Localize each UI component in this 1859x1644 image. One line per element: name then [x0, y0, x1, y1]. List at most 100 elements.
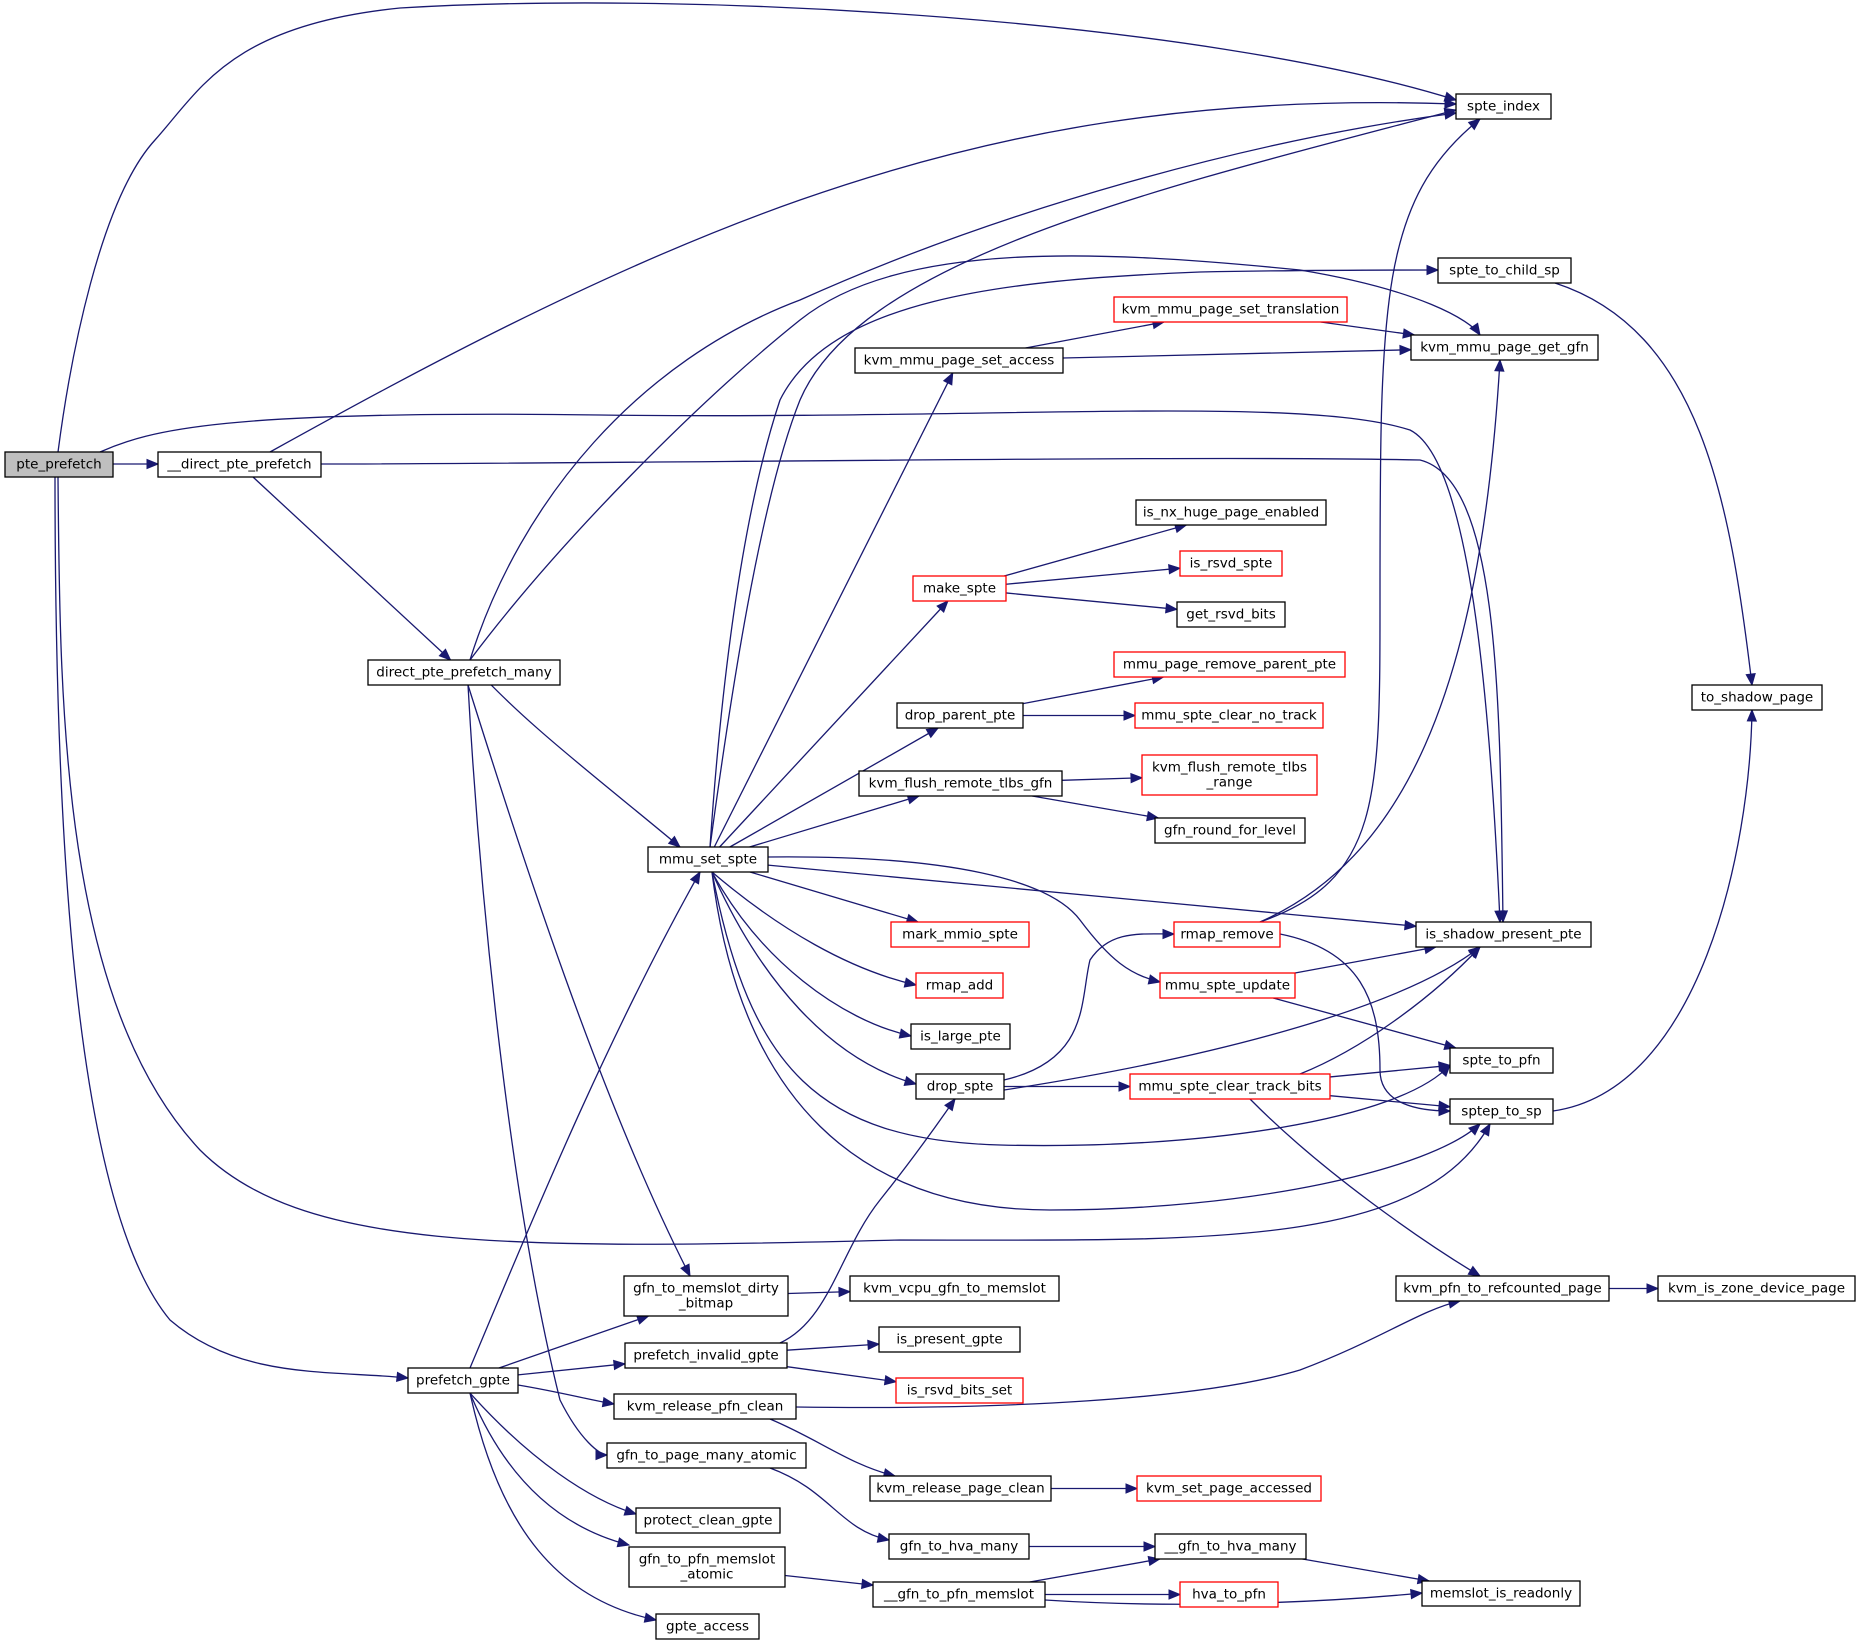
function-node-kvm-pfn-to-refcounted-page[interactable]: kvm_pfn_to_refcounted_page: [1395, 1275, 1610, 1302]
function-node-kvm-set-page-accessed[interactable]: kvm_set_page_accessed: [1136, 1475, 1322, 1502]
function-node-mmu-spte-clear-no-track[interactable]: mmu_spte_clear_no_track: [1134, 702, 1324, 729]
function-node-is-rsvd-spte[interactable]: is_rsvd_spte: [1179, 550, 1283, 577]
function-node-direct-pte-prefetch[interactable]: __direct_pte_prefetch: [157, 451, 322, 478]
call-edge-prefetch_gpte-to-gpte_access: [469, 1392, 658, 1623]
edge-arrowhead: [438, 648, 452, 661]
function-node-spte-to-child-sp[interactable]: spte_to_child_sp: [1437, 257, 1572, 284]
function-node-sptep-to-sp[interactable]: sptep_to_sp: [1449, 1098, 1554, 1125]
function-node-hva-to-pfn[interactable]: hva_to_pfn: [1179, 1581, 1279, 1608]
function-node-spte-index[interactable]: spte_index: [1455, 93, 1552, 120]
function-node-rmap-remove[interactable]: rmap_remove: [1173, 921, 1281, 948]
edge-line: [1299, 946, 1481, 1075]
node-label: spte_index: [1467, 99, 1540, 115]
call-edge-direct_pte_prefetch_many-to-gfn_to_page_many_atomic: [467, 684, 609, 1461]
function-node-drop-parent-pte[interactable]: drop_parent_pte: [896, 702, 1024, 729]
edge-arrowhead: [867, 1339, 881, 1351]
function-node-gfn-to-pfn-memslot-atomic[interactable]: gfn_to_pfn_memslot_atomic: [628, 1546, 786, 1588]
node-label: sptep_to_sp: [1461, 1104, 1541, 1120]
node-box: [1410, 334, 1599, 361]
edge-line: [779, 1098, 956, 1344]
function-node-rmap-add[interactable]: rmap_add: [915, 972, 1004, 999]
edge-line: [517, 1384, 615, 1405]
node-label: gfn_to_pfn_memslot: [639, 1552, 776, 1568]
call-edge-direct_pte_prefetch-to-direct_pte_prefetch_many: [252, 476, 452, 661]
function-node-is-present-gpte[interactable]: is_present_gpte: [878, 1326, 1021, 1353]
call-edge-mmu_set_spte-to-make_spte: [719, 600, 949, 848]
function-node-gfn-to-hva-many[interactable]: __gfn_to_hva_many: [1154, 1533, 1307, 1560]
function-nodes: pte_prefetch __direct_pte_prefetch spte_in…: [4, 93, 1856, 1640]
node-box: [624, 1342, 788, 1369]
function-node-make-spte[interactable]: make_spte: [912, 575, 1007, 602]
node-label: mmu_page_remove_parent_pte: [1123, 657, 1336, 673]
function-node-kvm-release-page-clean[interactable]: kvm_release_page_clean: [869, 1475, 1052, 1502]
function-node-gfn-round-for-level[interactable]: gfn_round_for_level: [1154, 817, 1306, 844]
function-node-drop-spte[interactable]: drop_spte: [915, 1073, 1005, 1100]
function-node-gfn-to-hva-many[interactable]: gfn_to_hva_many: [888, 1533, 1030, 1560]
function-node-pte-prefetch[interactable]: pte_prefetch: [4, 451, 114, 478]
function-node-is-nx-huge-page-enabled[interactable]: is_nx_huge_page_enabled: [1135, 499, 1327, 526]
edge-line: [1302, 1558, 1430, 1582]
edge-arrowhead: [883, 1374, 898, 1386]
edge-line: [469, 871, 701, 1369]
node-box: [849, 1275, 1060, 1302]
function-node-kvm-flush-remote-tlbs-range[interactable]: kvm_flush_remote_tlbs_range: [1141, 754, 1318, 796]
edge-arrowhead: [1646, 1283, 1660, 1294]
edge-arrowhead: [667, 835, 682, 848]
function-node-spte-to-pfn[interactable]: spte_to_pfn: [1449, 1047, 1554, 1074]
call-edge-mmu_set_spte-to-kvm_mmu_page_set_access: [713, 371, 954, 848]
edge-line: [1554, 282, 1753, 686]
call-edge-mmu_set_spte-to-drop_spte: [711, 871, 918, 1086]
function-node-kvm-mmu-page-set-access[interactable]: kvm_mmu_page_set_access: [854, 347, 1064, 374]
function-node-kvm-is-zone-device-page[interactable]: kvm_is_zone_device_page: [1657, 1275, 1856, 1302]
node-label: drop_parent_pte: [905, 708, 1016, 724]
function-node-mark-mmio-spte[interactable]: mark_mmio_spte: [890, 921, 1030, 948]
function-node-memslot-is-readonly[interactable]: memslot_is_readonly: [1421, 1580, 1581, 1607]
edge-line: [795, 1300, 1461, 1409]
function-node-mmu-page-remove-parent-pte[interactable]: mmu_page_remove_parent_pte: [1113, 651, 1346, 678]
function-node-gfn-to-memslot-dirty-bitmap[interactable]: gfn_to_memslot_dirty_bitmap: [623, 1275, 789, 1317]
call-edge-__gfn_to_pfn_memslot-to-hva_to_pfn: [1045, 1589, 1182, 1600]
function-node-direct-pte-prefetch-many[interactable]: direct_pte_prefetch_many: [367, 659, 561, 686]
function-node-mmu-set-spte[interactable]: mmu_set_spte: [647, 846, 769, 873]
edge-line: [719, 600, 949, 848]
call-edge-kvm_release_page_clean-to-kvm_set_page_accessed: [1051, 1483, 1139, 1494]
function-node-is-rsvd-bits-set[interactable]: is_rsvd_bits_set: [895, 1377, 1024, 1404]
function-node-mmu-spte-clear-track-bits[interactable]: mmu_spte_clear_track_bits: [1129, 1073, 1331, 1100]
node-box: [613, 1393, 797, 1420]
function-node-prefetch-gpte[interactable]: prefetch_gpte: [407, 1367, 519, 1394]
edge-line: [469, 1392, 630, 1546]
node-label: mmu_spte_clear_track_bits: [1138, 1079, 1321, 1095]
edge-arrowhead: [1438, 1061, 1452, 1072]
call-edge-rmap_remove-to-kvm_mmu_page_get_gfn: [1259, 358, 1505, 923]
node-label: __gfn_to_pfn_memslot: [883, 1587, 1034, 1603]
function-node-kvm-mmu-page-get-gfn[interactable]: kvm_mmu_page_get_gfn: [1410, 334, 1599, 361]
function-node-get-rsvd-bits[interactable]: get_rsvd_bits: [1176, 601, 1286, 628]
edge-line: [1029, 1558, 1160, 1583]
function-node-kvm-mmu-page-set-translation[interactable]: kvm_mmu_page_set_translation: [1113, 296, 1348, 323]
edge-arrowhead: [396, 1371, 410, 1383]
function-node-protect-clean-gpte[interactable]: protect_clean_gpte: [635, 1507, 781, 1534]
node-box: [872, 1581, 1046, 1608]
function-node-is-shadow-present-pte[interactable]: is_shadow_present_pte: [1415, 921, 1592, 948]
call-edge-mmu_spte_clear_track_bits-to-spte_to_pfn: [1329, 1061, 1452, 1078]
node-box: [915, 1073, 1005, 1100]
function-node-kvm-flush-remote-tlbs-gfn[interactable]: kvm_flush_remote_tlbs_gfn: [858, 770, 1063, 797]
function-node-gpte-access[interactable]: gpte_access: [655, 1613, 760, 1640]
function-node-kvm-release-pfn-clean[interactable]: kvm_release_pfn_clean: [613, 1393, 797, 1420]
node-box: [407, 1367, 519, 1394]
node-box: [1455, 93, 1552, 120]
call-edge-drop_parent_pte-to-mmu_spte_clear_no_track: [1023, 710, 1137, 721]
node-box: [890, 921, 1030, 948]
call-edge-kvm_mmu_page_set_translation-to-kvm_mmu_page_get_gfn: [1320, 321, 1416, 339]
function-node-is-large-pte[interactable]: is_large_pte: [910, 1023, 1011, 1050]
function-node-kvm-vcpu-gfn-to-memslot[interactable]: kvm_vcpu_gfn_to_memslot: [849, 1275, 1060, 1302]
node-label: _range: [1205, 775, 1252, 791]
function-node-gfn-to-pfn-memslot[interactable]: __gfn_to_pfn_memslot: [872, 1581, 1046, 1608]
function-node-prefetch-invalid-gpte[interactable]: prefetch_invalid_gpte: [624, 1342, 788, 1369]
function-node-gfn-to-page-many-atomic[interactable]: gfn_to_page_many_atomic: [606, 1442, 807, 1469]
edge-line: [1022, 676, 1164, 705]
edge-line: [1003, 524, 1187, 577]
function-node-mmu-spte-update[interactable]: mmu_spte_update: [1159, 972, 1296, 999]
function-node-to-shadow-page[interactable]: to_shadow_page: [1691, 684, 1823, 711]
